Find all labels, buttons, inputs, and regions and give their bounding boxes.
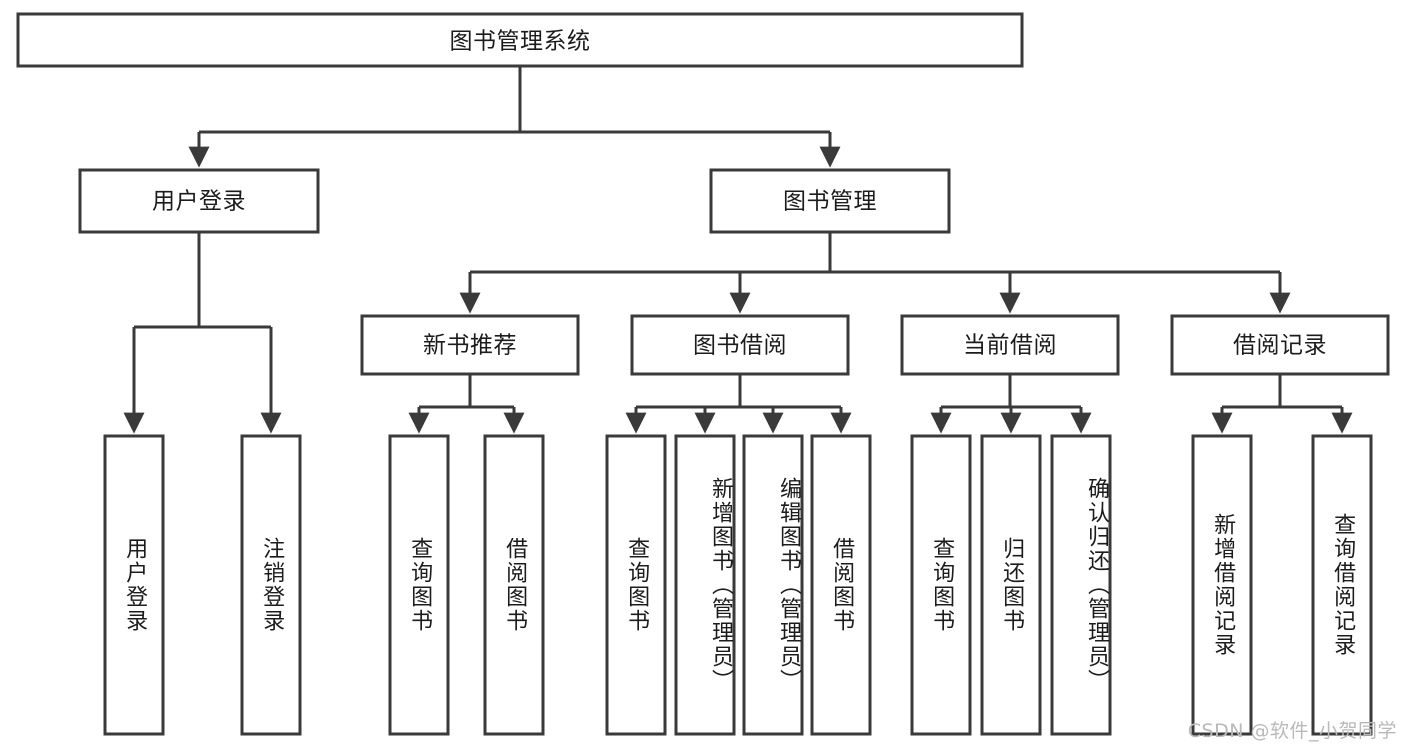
node-leaf-edit-book-box[interactable] [742, 434, 804, 736]
node-leaf-confirm-return-box[interactable] [1050, 434, 1112, 736]
node-book-manage[interactable]: 图书管理 [709, 168, 951, 234]
node-new-book-rec-label: 新书推荐 [423, 333, 517, 359]
connector-layer [123, 66, 1353, 434]
watermark: CSDN @软件_小贺同学 [1187, 720, 1397, 742]
node-current-borrow-box[interactable] [900, 314, 1120, 376]
node-new-book-rec[interactable]: 新书推荐 [360, 314, 580, 376]
node-leaf-query-record-box[interactable] [1311, 434, 1373, 736]
node-root-box[interactable] [16, 12, 1024, 68]
node-leaf-add-record-box[interactable] [1191, 434, 1253, 736]
node-leaf-query-book-2-box[interactable] [605, 434, 667, 736]
node-user-login-box[interactable] [78, 168, 320, 234]
node-book-manage-label: 图书管理 [783, 189, 877, 215]
node-leaf-logout-box[interactable] [240, 434, 302, 736]
node-book-borrow[interactable]: 图书借阅 [630, 314, 850, 376]
node-current-borrow[interactable]: 当前借阅 [900, 314, 1120, 376]
node-root-label: 图书管理系统 [450, 29, 591, 55]
node-leaf-user-login-box[interactable] [103, 434, 165, 736]
node-root[interactable]: 图书管理系统 [16, 12, 1024, 68]
node-new-book-rec-box[interactable] [360, 314, 580, 376]
node-leaf-add-book-box[interactable] [674, 434, 736, 736]
node-leaf-return-book-box[interactable] [980, 434, 1042, 736]
node-user-login[interactable]: 用户登录 [78, 168, 320, 234]
node-borrow-record-box[interactable] [1170, 314, 1390, 376]
node-book-borrow-box[interactable] [630, 314, 850, 376]
node-leaf-borrow-book-1-box[interactable] [483, 434, 545, 736]
node-current-borrow-label: 当前借阅 [963, 333, 1057, 359]
node-borrow-record-label: 借阅记录 [1233, 333, 1327, 359]
node-leaf-query-book-1-box[interactable] [388, 434, 450, 736]
node-book-borrow-label: 图书借阅 [693, 333, 787, 359]
node-book-manage-box[interactable] [709, 168, 951, 234]
node-user-login-label: 用户登录 [152, 189, 246, 215]
node-leaf-query-book-3-box[interactable] [910, 434, 972, 736]
node-leaf-borrow-book-2-box[interactable] [810, 434, 872, 736]
node-borrow-record[interactable]: 借阅记录 [1170, 314, 1390, 376]
